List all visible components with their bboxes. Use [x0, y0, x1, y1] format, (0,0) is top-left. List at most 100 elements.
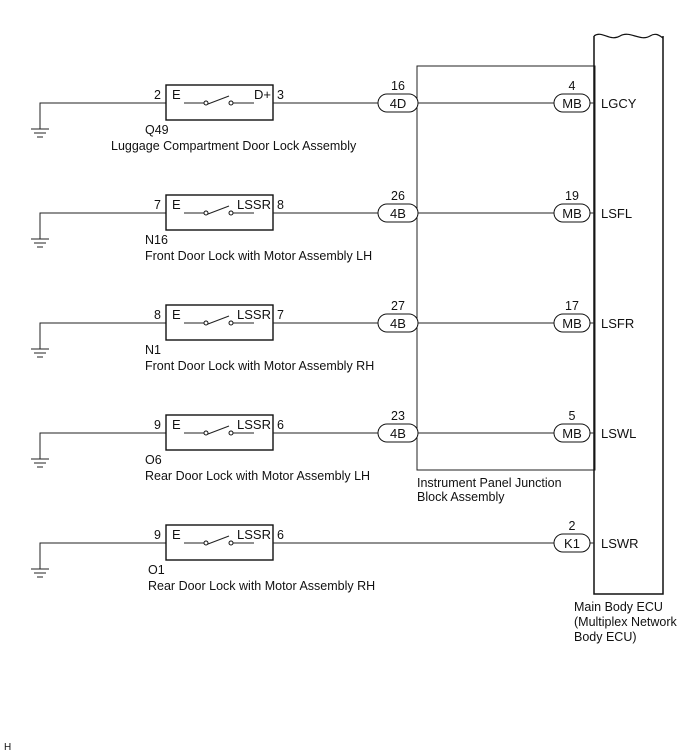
terminal-label-right: LSSR	[237, 307, 271, 322]
terminal-label-left: E	[172, 307, 181, 322]
pin-number-left: 7	[154, 198, 161, 212]
device-name: Front Door Lock with Motor Assembly RH	[145, 359, 374, 373]
ecu-label-line2: (Multiplex Network	[574, 615, 678, 629]
ground-icon	[31, 348, 49, 358]
terminal-label-left: E	[172, 527, 181, 542]
ecu-label-line3: Body ECU)	[574, 630, 637, 644]
switch-contact	[184, 205, 254, 215]
switch-box	[165, 194, 274, 231]
corner-mark: H	[4, 742, 11, 753]
ecu-signal-name: LSWR	[601, 536, 639, 551]
ecu-pin-number: 2	[569, 519, 576, 533]
device-code: O6	[145, 453, 162, 467]
jb-pin-number: 23	[391, 409, 405, 423]
switch-terminal-dot	[228, 210, 234, 216]
ecu-connector-label: MB	[562, 426, 582, 441]
ground-lead-wire	[39, 542, 166, 569]
pin-number-right: 8	[277, 198, 284, 212]
jb-pin-number: 26	[391, 189, 405, 203]
ecu-connector-pill	[553, 203, 591, 223]
ecu-signal-name: LSFR	[601, 316, 634, 331]
junction-block-outline	[416, 65, 596, 471]
switch-terminal-dot	[228, 430, 234, 436]
ecu-connector-pill	[553, 533, 591, 553]
terminal-label-right: LSSR	[237, 417, 271, 432]
junction-block-label-line2: Block Assembly	[417, 490, 505, 504]
ecu-connector-pill	[553, 93, 591, 113]
terminal-label-left: E	[172, 417, 181, 432]
terminal-label-left: E	[172, 197, 181, 212]
switch-terminal-dot	[228, 540, 234, 546]
ecu-pin-number: 4	[569, 79, 576, 93]
ecu-connector-pill	[553, 313, 591, 333]
ecu-label-line1: Main Body ECU	[574, 600, 663, 614]
ecu-connector-label: MB	[562, 206, 582, 221]
ground-icon	[31, 128, 49, 138]
switch-terminal-dot	[203, 430, 209, 436]
ecu-signal-name: LSFL	[601, 206, 632, 221]
jb-connector-label: 4D	[390, 96, 407, 111]
jb-connector-pill	[377, 93, 419, 113]
switch-contact	[184, 535, 254, 545]
switch-terminal-dot	[203, 210, 209, 216]
device-code: N16	[145, 233, 168, 247]
jb-connector-label: 4B	[390, 206, 406, 221]
switch-terminal-dot	[228, 100, 234, 106]
ecu-connector-pill	[553, 423, 591, 443]
ecu-outline	[593, 36, 664, 595]
ground-icon	[31, 458, 49, 468]
jb-connector-label: 4B	[390, 426, 406, 441]
device-code: O1	[148, 563, 165, 577]
pin-number-left: 9	[154, 418, 161, 432]
device-name: Rear Door Lock with Motor Assembly RH	[148, 579, 375, 593]
device-name: Front Door Lock with Motor Assembly LH	[145, 249, 372, 263]
ground-icon	[31, 238, 49, 248]
jb-connector-pill	[377, 203, 419, 223]
terminal-label-right: LSSR	[237, 197, 271, 212]
switch-terminal-dot	[203, 100, 209, 106]
jb-pin-number: 16	[391, 79, 405, 93]
pin-number-left: 9	[154, 528, 161, 542]
terminal-label-left: E	[172, 87, 181, 102]
terminal-label-right: LSSR	[237, 527, 271, 542]
ecu-signal-name: LSWL	[601, 426, 636, 441]
pin-number-right: 6	[277, 418, 284, 432]
ecu-connector-label: MB	[562, 96, 582, 111]
ground-lead-wire	[39, 102, 166, 129]
pin-number-right: 3	[277, 88, 284, 102]
switch-box	[165, 84, 274, 121]
ecu-break-line	[593, 33, 664, 39]
terminal-label-right: D+	[254, 87, 271, 102]
switch-terminal-dot	[203, 540, 209, 546]
ecu-connector-label: MB	[562, 316, 582, 331]
jb-connector-label: 4B	[390, 316, 406, 331]
ecu-signal-name: LGCY	[601, 96, 637, 111]
device-code: Q49	[145, 123, 169, 137]
jb-connector-pill	[377, 313, 419, 333]
ground-icon	[31, 568, 49, 578]
ecu-pin-number: 17	[565, 299, 579, 313]
ground-lead-wire	[39, 212, 166, 239]
device-code: N1	[145, 343, 161, 357]
pin-number-left: 2	[154, 88, 161, 102]
pin-number-right: 7	[277, 308, 284, 322]
ecu-connector-label: K1	[564, 536, 580, 551]
switch-box	[165, 524, 274, 561]
device-name: Luggage Compartment Door Lock Assembly	[111, 139, 357, 153]
ecu-pin-number: 5	[569, 409, 576, 423]
jb-pin-number: 27	[391, 299, 405, 313]
switch-contact	[184, 95, 254, 105]
switch-terminal-dot	[228, 320, 234, 326]
ground-lead-wire	[39, 322, 166, 349]
device-name: Rear Door Lock with Motor Assembly LH	[145, 469, 370, 483]
switch-contact	[184, 315, 254, 325]
ecu-pin-number: 19	[565, 189, 579, 203]
ground-lead-wire	[39, 432, 166, 459]
junction-block-label-line1: Instrument Panel Junction	[417, 476, 562, 490]
pin-number-right: 6	[277, 528, 284, 542]
switch-contact	[184, 425, 254, 435]
switch-box	[165, 414, 274, 451]
pin-number-left: 8	[154, 308, 161, 322]
